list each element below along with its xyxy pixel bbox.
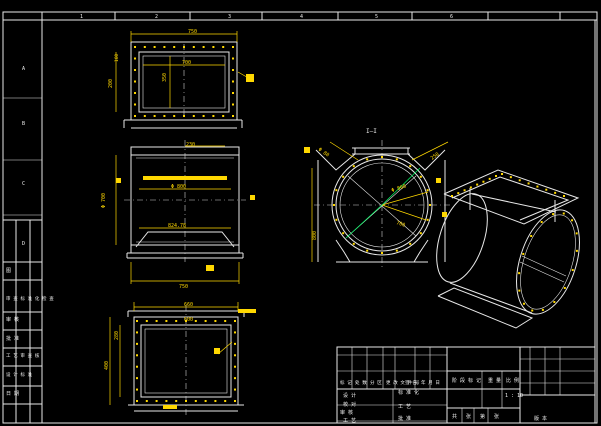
section-dim-flange: 250 (430, 152, 441, 162)
middle-dim-top: 230 (186, 142, 195, 148)
section-label: I—I (366, 128, 377, 135)
tb-sheet-unit: 张 (466, 413, 471, 420)
strip-label-4: 工 艺 审 查 核 (6, 352, 40, 359)
tb-standard: 标 准 化 (398, 389, 419, 396)
strip-label-2: 审 核 (6, 316, 19, 323)
tb-review: 审 核 (340, 409, 353, 416)
middle-dim-bottom: 824.78 (168, 223, 186, 229)
tb-row-label-3: 更 改 文 件 号 (386, 379, 420, 386)
tb-version: 版 本 (534, 415, 547, 422)
middle-dim-width: 750 (179, 284, 188, 290)
front-dim-width: 750 (188, 29, 197, 35)
front-view: 750 700 350 200 160 (108, 29, 254, 129)
tb-ratio: 比 例 (506, 377, 519, 384)
tb-design: 设 计 (343, 392, 356, 399)
tb-row-label-0: 标 记 (340, 379, 352, 386)
border-num-3: 3 (228, 14, 231, 20)
front-dim-small: 160 (114, 54, 120, 62)
tb-craft: 工 艺 (398, 404, 411, 410)
middle-dim-side: Φ 700 (101, 193, 107, 208)
border-num-1: 1 (80, 14, 83, 20)
left-strip-grid (3, 97, 42, 405)
bottom-view-bolts (136, 320, 236, 402)
middle-dim-diameter: Φ 800 (171, 184, 186, 190)
section-dim-inner: 700 (395, 220, 405, 228)
tb-check: 校 对 (343, 401, 356, 408)
front-dim-inner: 700 (182, 60, 191, 66)
title-block-grid (337, 347, 595, 423)
tb-weight: 重 量 (488, 377, 501, 384)
border-letter-c: C (22, 181, 25, 187)
tb-stage: 阶 段 标 记 (452, 377, 481, 384)
left-strip-labels: 图 审 查 标 准 化 检 查 审 核 批 准 工 艺 审 查 核 设 计 标 … (6, 268, 54, 397)
title-block-row-labels: 标 记处 数分 区更 改 文 件 号签 名年 月 日 (340, 379, 440, 386)
strip-label-6: 日 期 (6, 391, 19, 397)
border-num-2: 2 (155, 14, 158, 20)
border-num-5: 5 (375, 14, 378, 20)
border-num-6: 6 (450, 14, 453, 20)
bottom-view: 660 600 400 280 (104, 302, 256, 418)
front-dim-side: 200 (108, 79, 114, 88)
tb-approve: 批 准 (398, 415, 411, 422)
bottom-dim-height: 400 (104, 361, 110, 370)
section-dim-outer: Φ 800 (391, 184, 407, 194)
tb-row-label-1: 处 数 (355, 379, 367, 386)
border-labels: 1 2 3 4 5 6 A B C D (22, 14, 453, 247)
border-letter-b: B (22, 121, 25, 127)
strip-label-1: 审 查 标 准 化 检 查 (6, 295, 54, 302)
section-dim-hole: Φ 80 (317, 147, 330, 159)
tb-process: 工 艺 (343, 418, 356, 424)
tb-sheet-unit2: 张 (494, 413, 499, 420)
tb-sheet-no: 第 (480, 413, 485, 420)
front-view-bolts (134, 46, 234, 117)
bottom-dim-inner: 600 (184, 317, 193, 323)
front-dim-height: 350 (162, 73, 168, 82)
strip-label-3: 批 准 (6, 335, 19, 342)
border-letter-a: A (22, 66, 25, 72)
tb-scale: 1 : 10 (505, 393, 523, 399)
tb-row-label-4: 签 名 (405, 379, 417, 386)
section-view: I—I Φ 80 Φ 800 250 700 800 (304, 128, 450, 270)
strip-label-5: 设 计 标 准 (6, 371, 33, 378)
strip-label-0: 图 (6, 268, 11, 274)
bottom-dim-width: 660 (184, 302, 193, 308)
tb-row-label-5: 年 月 日 (421, 379, 440, 386)
border-letter-d: D (22, 241, 25, 247)
tb-row-label-2: 分 区 (370, 379, 382, 386)
isometric-bolts (451, 173, 578, 312)
section-view-bolts (333, 156, 431, 254)
middle-view: 230 Φ 800 Φ 700 824.78 750 (101, 140, 255, 290)
bottom-dim-side: 280 (114, 331, 120, 340)
title-block: 标 记处 数分 区更 改 文 件 号签 名年 月 日 设 计 校 对 审 核 工… (336, 346, 596, 424)
isometric-view (436, 169, 580, 329)
border-num-4: 4 (300, 14, 303, 20)
section-dim-height: 800 (312, 231, 318, 240)
border-top-ticks (114, 12, 561, 20)
tb-sheet-total: 共 (452, 413, 457, 420)
